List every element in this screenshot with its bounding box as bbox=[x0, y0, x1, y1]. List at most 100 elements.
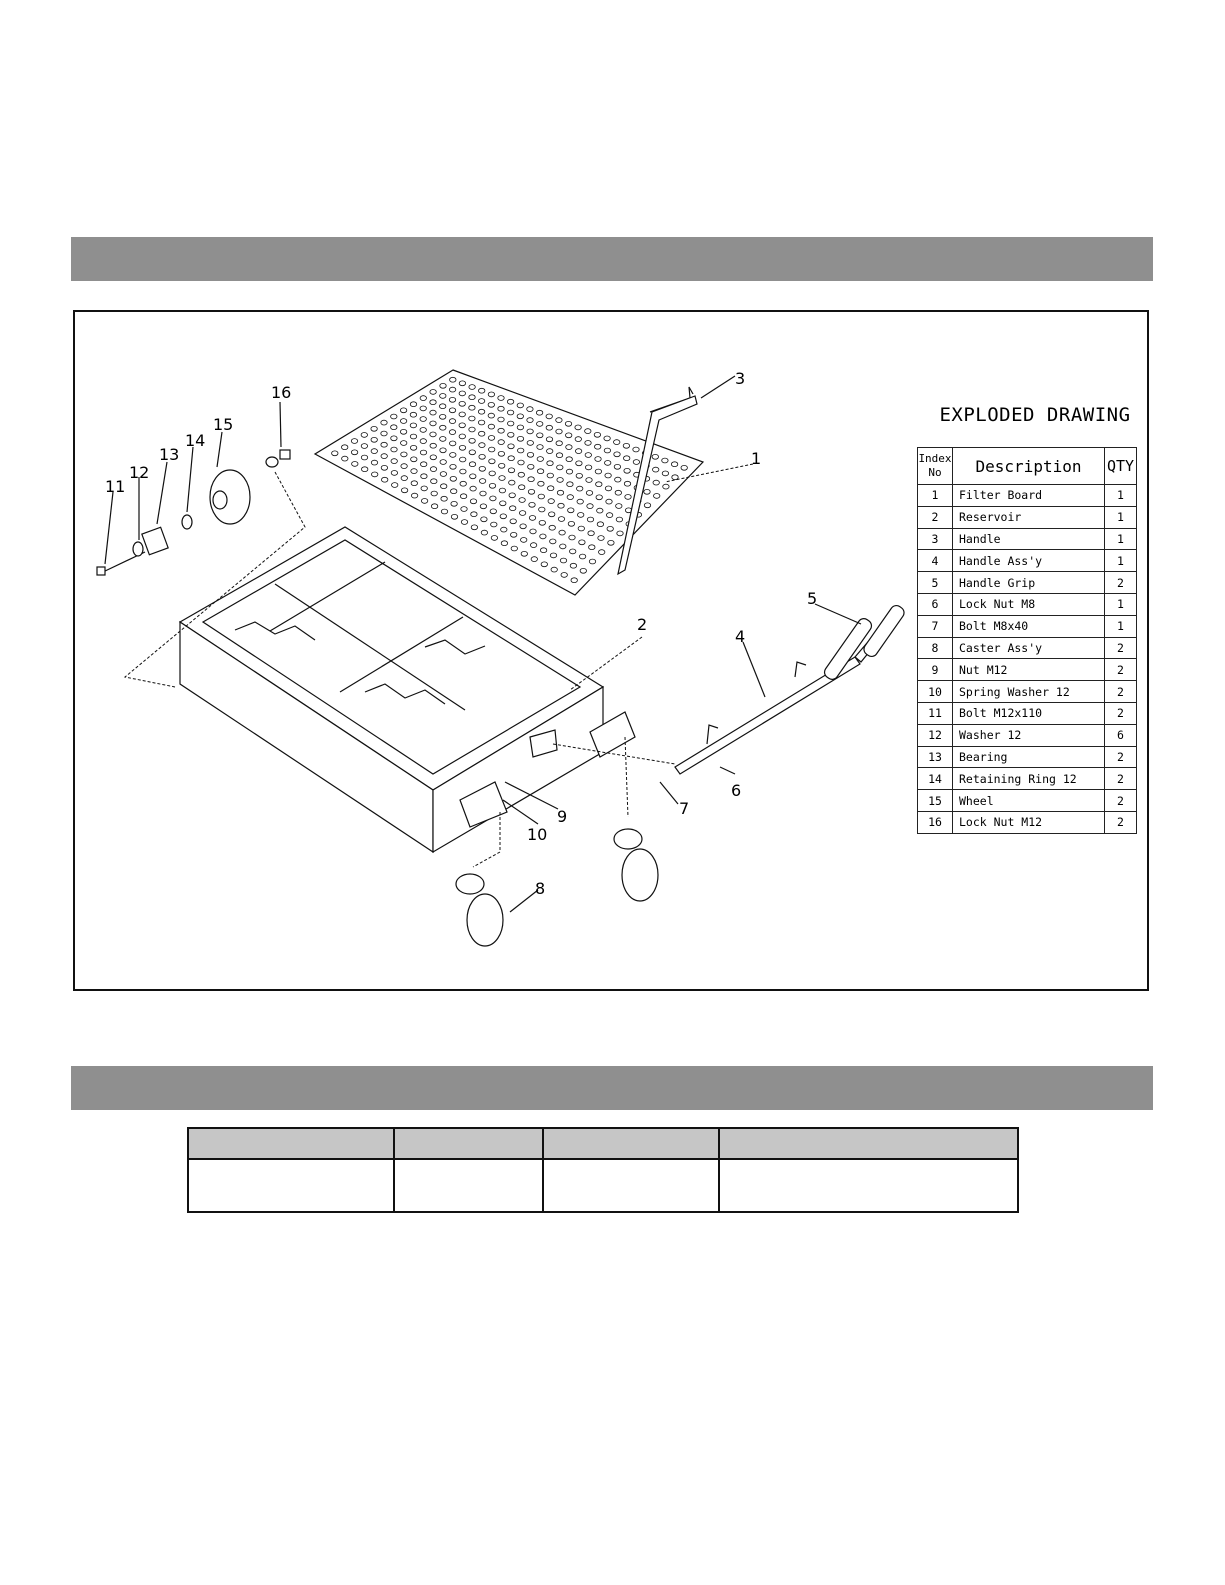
part-index-cell: 5 bbox=[917, 571, 953, 594]
part-qty-cell: 1 bbox=[1104, 505, 1137, 529]
part-description-cell: Wheel bbox=[952, 789, 1105, 812]
callout-9: 9 bbox=[557, 807, 567, 826]
part-description-cell: Caster Ass'y bbox=[952, 636, 1105, 660]
spec-header-cell bbox=[393, 1127, 544, 1160]
callout-1: 1 bbox=[751, 449, 761, 468]
part-qty-cell: 2 bbox=[1104, 789, 1137, 812]
caster-right-shape bbox=[613, 828, 659, 902]
part-description-cell: Handle bbox=[952, 527, 1105, 551]
part-description-cell: Filter Board bbox=[952, 484, 1105, 507]
spec-cell bbox=[718, 1158, 1019, 1213]
callout-2: 2 bbox=[637, 615, 647, 634]
part-index-cell: 16 bbox=[917, 810, 953, 834]
part-index-cell: 13 bbox=[917, 745, 953, 769]
callout-14: 14 bbox=[185, 431, 205, 450]
spec-header-cell bbox=[718, 1127, 1019, 1160]
part-description-cell: Lock Nut M8 bbox=[952, 592, 1105, 616]
spec-table bbox=[187, 1127, 1019, 1213]
part-index-cell: 11 bbox=[917, 701, 953, 725]
part-description-cell: Bolt M8x40 bbox=[952, 614, 1105, 638]
part-description-cell: Spring Washer 12 bbox=[952, 680, 1105, 703]
header-qty: QTY bbox=[1104, 447, 1137, 485]
part-description-cell: Reservoir bbox=[952, 505, 1105, 529]
spec-table-row bbox=[187, 1158, 1019, 1213]
caster-left-shape bbox=[455, 873, 504, 947]
part-qty-cell: 2 bbox=[1104, 810, 1137, 834]
wheel-assembly-shape bbox=[96, 449, 306, 688]
part-description-cell: Handle Ass'y bbox=[952, 549, 1105, 573]
part-qty-cell: 2 bbox=[1104, 701, 1137, 725]
part-qty-cell: 2 bbox=[1104, 636, 1137, 660]
callout-12: 12 bbox=[129, 463, 149, 482]
part-index-cell: 9 bbox=[917, 658, 953, 682]
handle-assembly-shape bbox=[674, 604, 905, 775]
part-index-cell: 14 bbox=[917, 767, 953, 791]
section-header-band-top bbox=[71, 237, 1153, 281]
spec-cell bbox=[393, 1158, 544, 1213]
part-qty-cell: 1 bbox=[1104, 484, 1137, 507]
section-header-band-bottom bbox=[71, 1066, 1153, 1110]
part-qty-cell: 1 bbox=[1104, 549, 1137, 573]
callout-3: 3 bbox=[735, 369, 745, 388]
exploded-drawing-illustration: 1 2 3 4 5 6 7 8 9 10 11 12 13 14 15 16 bbox=[96, 369, 905, 947]
part-index-cell: 4 bbox=[917, 549, 953, 573]
filter-board-shape bbox=[313, 369, 705, 596]
callout-10: 10 bbox=[527, 825, 547, 844]
header-index-no: Index No bbox=[917, 447, 953, 485]
part-qty-cell: 1 bbox=[1104, 592, 1137, 616]
part-description-cell: Bearing bbox=[952, 745, 1105, 769]
header-description: Description bbox=[952, 447, 1105, 485]
spec-header-cell bbox=[542, 1127, 720, 1160]
part-qty-cell: 2 bbox=[1104, 767, 1137, 791]
spec-cell bbox=[542, 1158, 720, 1213]
callout-7: 7 bbox=[679, 799, 689, 818]
part-qty-cell: 1 bbox=[1104, 527, 1137, 551]
exploded-drawing-title: EXPLODED DRAWING bbox=[939, 404, 1131, 426]
part-qty-cell: 1 bbox=[1104, 614, 1137, 638]
part-description-cell: Lock Nut M12 bbox=[952, 810, 1105, 834]
callout-6: 6 bbox=[731, 781, 741, 800]
part-index-cell: 8 bbox=[917, 636, 953, 660]
callout-5: 5 bbox=[807, 589, 817, 608]
part-index-cell: 6 bbox=[917, 592, 953, 616]
callout-11: 11 bbox=[105, 477, 125, 496]
spec-cell bbox=[187, 1158, 395, 1213]
callout-15: 15 bbox=[213, 415, 233, 434]
part-index-cell: 12 bbox=[917, 723, 953, 747]
part-description-cell: Retaining Ring 12 bbox=[952, 767, 1105, 791]
part-qty-cell: 2 bbox=[1104, 571, 1137, 594]
spec-header-cell bbox=[187, 1127, 395, 1160]
spec-table-header-row bbox=[187, 1127, 1019, 1160]
part-description-cell: Nut M12 bbox=[952, 658, 1105, 682]
part-index-cell: 3 bbox=[917, 527, 953, 551]
part-index-cell: 7 bbox=[917, 614, 953, 638]
part-qty-cell: 6 bbox=[1104, 723, 1137, 747]
parts-table-header-row: Index No Description QTY bbox=[917, 447, 1137, 485]
part-qty-cell: 2 bbox=[1104, 658, 1137, 682]
part-index-cell: 10 bbox=[917, 680, 953, 703]
callout-4: 4 bbox=[735, 627, 745, 646]
part-index-cell: 15 bbox=[917, 789, 953, 812]
exploded-drawing-frame: 1 2 3 4 5 6 7 8 9 10 11 12 13 14 15 16 E… bbox=[73, 310, 1149, 991]
part-description-cell: Handle Grip bbox=[952, 571, 1105, 594]
part-description-cell: Bolt M12x110 bbox=[952, 701, 1105, 725]
callout-8: 8 bbox=[535, 879, 545, 898]
part-index-cell: 2 bbox=[917, 505, 953, 529]
part-index-cell: 1 bbox=[917, 484, 953, 507]
